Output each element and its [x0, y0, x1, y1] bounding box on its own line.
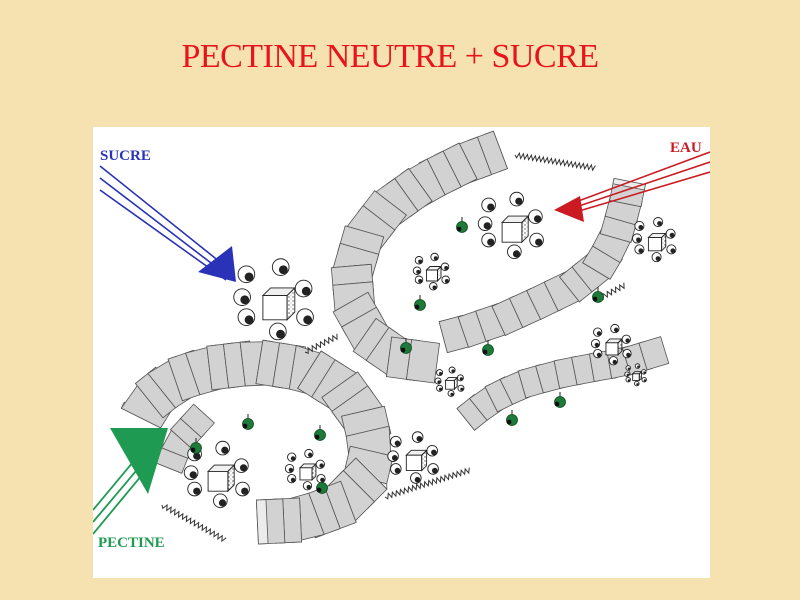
pectin-end-icon: [456, 217, 468, 233]
water-arrow: [554, 151, 710, 222]
pectin-end-icon: [592, 287, 604, 303]
water-chain-icon: [304, 333, 338, 354]
water-chain-icon: [514, 151, 596, 172]
pectin-strands: [120, 130, 670, 545]
sugar-molecule-icon: [412, 252, 450, 291]
pectin-strand-icon: [438, 177, 646, 353]
water-chain-icon: [161, 503, 227, 543]
sugar-molecule-icon: [590, 323, 632, 366]
pectin-strand-icon: [330, 130, 508, 384]
sugar-molecule-icon: [183, 440, 250, 509]
slide-title: PECTINE NEUTRE + SUCRE: [181, 38, 599, 75]
pectin-end-icon: [190, 438, 202, 454]
pectin-arrow: [93, 428, 168, 535]
pectin-end-icon: [400, 338, 412, 354]
water-chain-icon: [384, 467, 470, 500]
sugar-molecule-icon: [477, 191, 544, 260]
diagram-panel: SUCRE EAU PECTINE: [93, 127, 710, 578]
pectin-end-icon: [414, 295, 426, 311]
water-label: EAU: [670, 140, 702, 156]
sugar-molecule-icon: [284, 448, 326, 491]
pectin-end-icon: [482, 340, 494, 356]
sugar-molecule-icon: [434, 366, 465, 397]
water-chain-icon: [599, 282, 625, 300]
pectin-end-icon: [314, 425, 326, 441]
sugar-molecule-icon: [233, 258, 314, 341]
pectin-strand-icon: [120, 339, 394, 545]
sugar-label: SUCRE: [100, 148, 151, 164]
pectin-sugar-diagram: SUCRE EAU PECTINE: [93, 130, 710, 551]
pectin-end-icon: [554, 392, 566, 408]
sugar-arrow: [99, 165, 236, 282]
pectin-strand-icon: [155, 403, 215, 474]
sugar-molecule-icon: [387, 431, 439, 484]
pectin-end-icon: [242, 414, 254, 430]
pectin-end-icon: [316, 478, 328, 494]
pectin-end-icon: [506, 410, 518, 426]
pectin-end-groups: [190, 217, 604, 494]
sugar-molecule-icon: [624, 363, 647, 387]
pectin-label: PECTINE: [98, 535, 165, 551]
sugar-molecule-icon: [632, 217, 677, 263]
sugar-molecules: [183, 191, 677, 509]
water-chains: [161, 151, 625, 543]
